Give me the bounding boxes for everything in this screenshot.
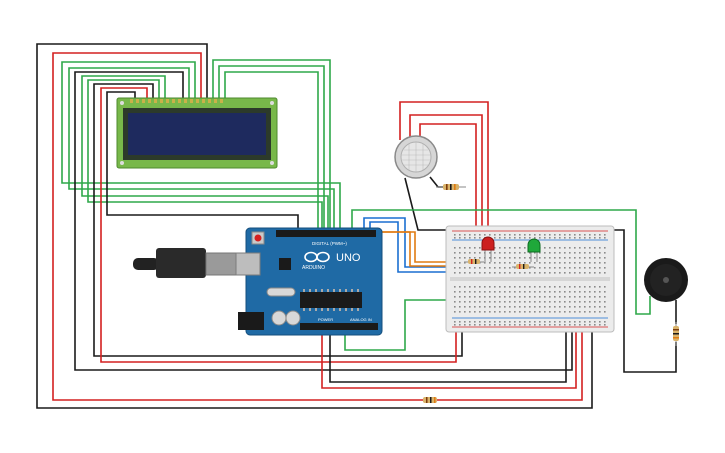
wire-lcd-black-2[interactable] xyxy=(74,71,573,371)
usb-cable[interactable] xyxy=(133,248,249,278)
wire-lcd-green-5[interactable] xyxy=(212,59,331,232)
arduino-uno[interactable]: UNO ARDUINO DIGITAL (PWM~) POWER ANALOG … xyxy=(235,227,383,336)
arduino-brand: ARDUINO xyxy=(302,265,325,271)
wire-lcd-red-outer[interactable] xyxy=(52,52,583,401)
wire-blue-2[interactable] xyxy=(369,221,520,273)
lcd-screen xyxy=(128,113,266,155)
power-jack xyxy=(238,312,264,330)
wire-sensor-red-3[interactable] xyxy=(419,123,477,236)
resistor-bb-1[interactable] xyxy=(464,259,484,264)
wire-bb-black-3[interactable] xyxy=(606,229,677,373)
wire-lcd-green-3[interactable] xyxy=(81,75,329,232)
breadboard[interactable] xyxy=(445,225,615,333)
wire-blue-1[interactable] xyxy=(363,217,508,268)
sensor-resistor[interactable] xyxy=(436,184,466,190)
usb-jack xyxy=(235,252,261,276)
lcd-module[interactable] xyxy=(116,97,278,169)
usb-cable-tail xyxy=(133,258,159,270)
wire-sensor-red-2[interactable] xyxy=(409,114,483,236)
resistor-bb-2[interactable] xyxy=(512,264,534,269)
arduino-uno-logo: UNO xyxy=(336,252,361,264)
led-red[interactable] xyxy=(481,236,495,262)
power-label: POWER xyxy=(318,317,333,322)
wire-power-red[interactable] xyxy=(321,322,577,389)
wire-sensor-red-1[interactable] xyxy=(399,101,489,236)
arduino-logo-icon xyxy=(304,251,330,263)
wire-lcd-green-7[interactable] xyxy=(224,71,319,232)
wire-lcd-red-2[interactable] xyxy=(100,87,457,363)
wire-green-to-buzzer[interactable] xyxy=(351,209,651,315)
piezo-buzzer[interactable] xyxy=(644,258,688,302)
wire-lcd-green-6[interactable] xyxy=(218,65,325,232)
resistor-bottom[interactable] xyxy=(423,397,437,403)
wire-lcd-green-2[interactable] xyxy=(68,67,335,232)
wire-lcd-green-1[interactable] xyxy=(61,61,341,232)
lcd-header-pins xyxy=(130,99,223,103)
atmega-chip xyxy=(300,292,362,308)
digital-header xyxy=(276,230,376,237)
wire-lcd-black-outer[interactable] xyxy=(36,43,593,409)
wire-lcd-green-4[interactable] xyxy=(87,79,323,232)
power-header xyxy=(300,323,378,330)
arduino-pcb xyxy=(245,227,383,336)
gas-sensor-mesh-icon xyxy=(402,142,430,172)
buzzer-resistor[interactable] xyxy=(673,322,679,346)
wire-lcd-black-3[interactable] xyxy=(93,83,463,357)
wire-green-bottom[interactable] xyxy=(344,299,450,351)
usb-plug-body xyxy=(156,248,206,278)
led-green[interactable] xyxy=(527,238,541,262)
digital-label: DIGITAL (PWM~) xyxy=(312,241,347,246)
analog-label: ANALOG IN xyxy=(350,317,372,322)
gas-sensor[interactable] xyxy=(394,135,438,179)
usb-plug-metal xyxy=(205,252,237,276)
wire-lcd-black-4[interactable] xyxy=(106,91,299,232)
wire-power-black[interactable] xyxy=(329,322,567,383)
